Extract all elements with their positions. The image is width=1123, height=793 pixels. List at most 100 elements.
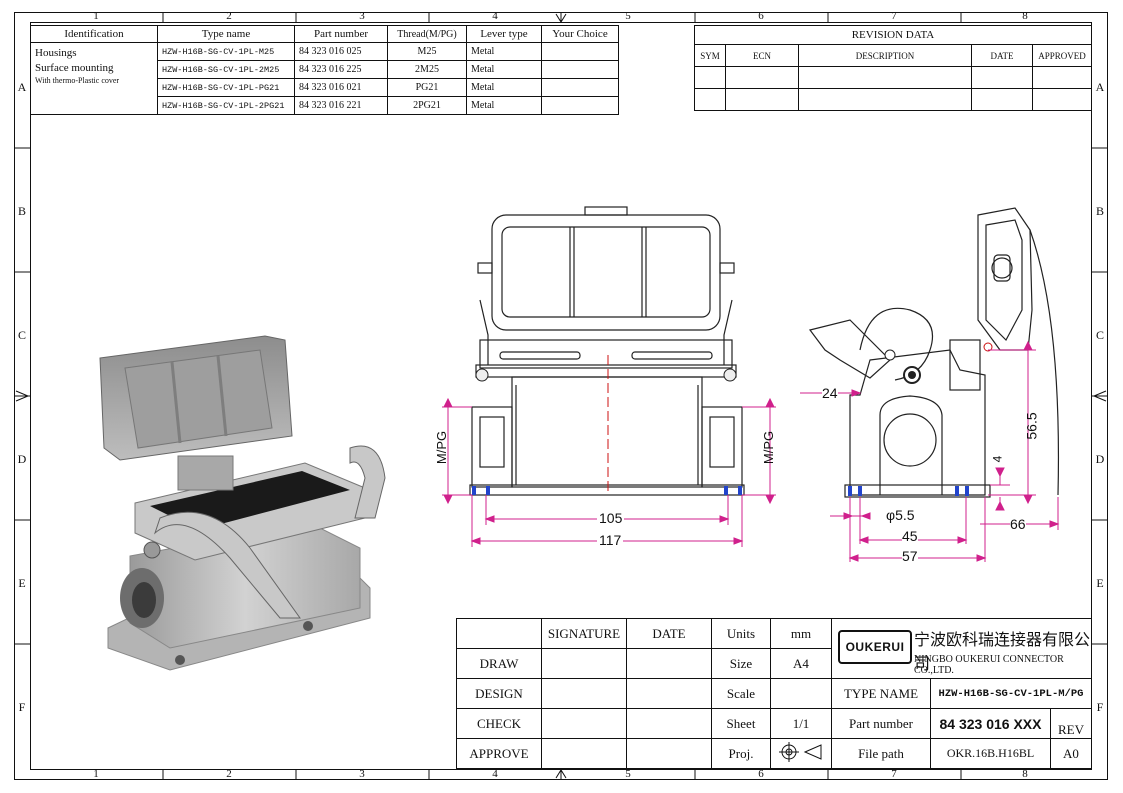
part-cell: 84 323 016 221 (294, 96, 388, 115)
dim-24: 24 (822, 385, 838, 401)
row-letter: E (1096, 576, 1104, 590)
tb-units-value: mm (770, 618, 832, 649)
thread-cell: 2PG21 (387, 96, 467, 115)
type-cell: HZW-H16B-SG-CV-1PL-2M25 (157, 60, 295, 79)
header-part-number: Part number (294, 25, 388, 43)
col-num: 6 (758, 768, 764, 780)
tb-company: OUKERUI 宁波欧科瑞连接器有限公司 NINGBO OUKERUI CONN… (831, 618, 1092, 679)
col-num: 6 (758, 10, 764, 22)
row-letter: F (18, 700, 26, 714)
col-num: 2 (226, 768, 232, 780)
col-num: 7 (891, 768, 897, 780)
tb-signature-label: SIGNATURE (541, 618, 627, 649)
dim-57: 57 (902, 548, 918, 564)
rev-header-sym: SYM (694, 44, 726, 67)
tb-part-number-value: 84 323 016 XXX (930, 708, 1051, 739)
tb-check-label: CHECK (456, 708, 542, 739)
tb-size-value: A4 (770, 648, 832, 679)
col-num: 5 (625, 10, 631, 22)
tb-check-signature[interactable] (541, 708, 627, 739)
tb-corner (456, 618, 542, 649)
company-name-en: NINGBO OUKERUI CONNECTOR CO.,LTD. (914, 653, 1064, 676)
tb-type-name-value: HZW-H16B-SG-CV-1PL-M/PG (930, 678, 1092, 709)
revision-header-row: SYM ECN DESCRIPTION DATE APPROVED (694, 44, 1092, 67)
tb-rev-label: REV (1050, 708, 1092, 739)
tb-check-date[interactable] (626, 708, 712, 739)
tb-design-label: DESIGN (456, 678, 542, 709)
thread-cell: 2M25 (387, 60, 467, 79)
rev-header-ecn: ECN (725, 44, 799, 67)
table-row: Housings Surface mounting With thermo-Pl… (30, 42, 619, 115)
choice-cell[interactable] (541, 78, 619, 97)
tb-approve-date[interactable] (626, 738, 712, 769)
desc-line: With thermo-Plastic cover (35, 76, 120, 85)
revision-row (694, 66, 1092, 89)
company-logo: OUKERUI (838, 629, 912, 664)
header-thread: Thread(M/PG) (387, 25, 467, 43)
choice-cell[interactable] (541, 42, 619, 61)
tb-draw-date[interactable] (626, 648, 712, 679)
dim-117: 117 (597, 532, 624, 548)
tb-design-signature[interactable] (541, 678, 627, 709)
row-letter: D (1095, 452, 1105, 466)
col-num: 7 (891, 10, 897, 22)
lever-cell: Metal (466, 60, 542, 79)
lever-cell: Metal (466, 42, 542, 61)
projection-symbol-icon (779, 741, 822, 762)
part-cell: 84 323 016 225 (294, 60, 388, 79)
tb-scale-value (770, 678, 832, 709)
identification-table: Identification Type name Part number Thr… (30, 25, 619, 115)
revision-table: REVISION DATA SYM ECN DESCRIPTION DATE A… (694, 25, 1092, 111)
dim-thread-left: M/PG (434, 430, 450, 465)
tb-draw-signature[interactable] (541, 648, 627, 679)
identification-header-row: Identification Type name Part number Thr… (30, 25, 619, 43)
side-view-drawing (800, 207, 1060, 562)
thread-cell: M25 (387, 42, 467, 61)
row-letter: A (17, 80, 27, 94)
desc-line: Surface mounting (35, 62, 114, 74)
dim-66: 66 (1010, 516, 1026, 532)
type-cell: HZW-H16B-SG-CV-1PL-PG21 (157, 78, 295, 97)
tb-approve-signature[interactable] (541, 738, 627, 769)
part-cell: 84 323 016 025 (294, 42, 388, 61)
tb-size-label: Size (711, 648, 771, 679)
tb-design-date[interactable] (626, 678, 712, 709)
dim-thread-right: M/PG (761, 430, 777, 465)
logo-text: OUKERUI (845, 639, 905, 654)
row-letter: C (17, 328, 26, 342)
tb-units-label: Units (711, 618, 771, 649)
type-cell: HZW-H16B-SG-CV-1PL-M25 (157, 42, 295, 61)
dim-56-5: 56.5 (1023, 412, 1040, 440)
col-num: 8 (1022, 10, 1028, 22)
title-block: SIGNATURE DATE Units mm OUKERUI 宁波欧科瑞连接器… (456, 618, 1092, 770)
table-row: HZW-H16B-SG-CV-1PL-2PG21 84 323 016 221 … (31, 96, 619, 115)
tb-proj-symbol (770, 738, 832, 769)
rev-header-approved: APPROVED (1032, 44, 1092, 67)
row-letter: B (1095, 204, 1104, 218)
thread-cell: PG21 (387, 78, 467, 97)
rev-header-description: DESCRIPTION (798, 44, 972, 67)
col-num: 5 (625, 768, 631, 780)
rev-header-date: DATE (971, 44, 1033, 67)
col-num: 1 (93, 10, 99, 22)
revision-title: REVISION DATA (694, 25, 1092, 45)
dim-105: 105 (597, 510, 625, 526)
dim-4: 4 (990, 455, 1005, 463)
part-cell: 84 323 016 021 (294, 78, 388, 97)
tb-sheet-value: 1/1 (770, 708, 832, 739)
product-photo (99, 335, 386, 671)
tb-file-path-label: File path (831, 738, 931, 769)
desc-line: Housings (35, 47, 77, 59)
tb-type-name-label: TYPE NAME (831, 678, 931, 709)
col-num: 4 (492, 768, 498, 780)
row-letter: E (18, 576, 26, 590)
choice-cell[interactable] (541, 96, 619, 115)
identification-description: Housings Surface mounting With thermo-Pl… (30, 42, 158, 115)
tb-scale-label: Scale (711, 678, 771, 709)
choice-cell[interactable] (541, 60, 619, 79)
table-row: HZW-H16B-SG-CV-1PL-PG21 84 323 016 021 P… (31, 78, 619, 97)
row-letter: A (1095, 80, 1105, 94)
dim-45: 45 (902, 528, 918, 544)
tb-draw-label: DRAW (456, 648, 542, 679)
